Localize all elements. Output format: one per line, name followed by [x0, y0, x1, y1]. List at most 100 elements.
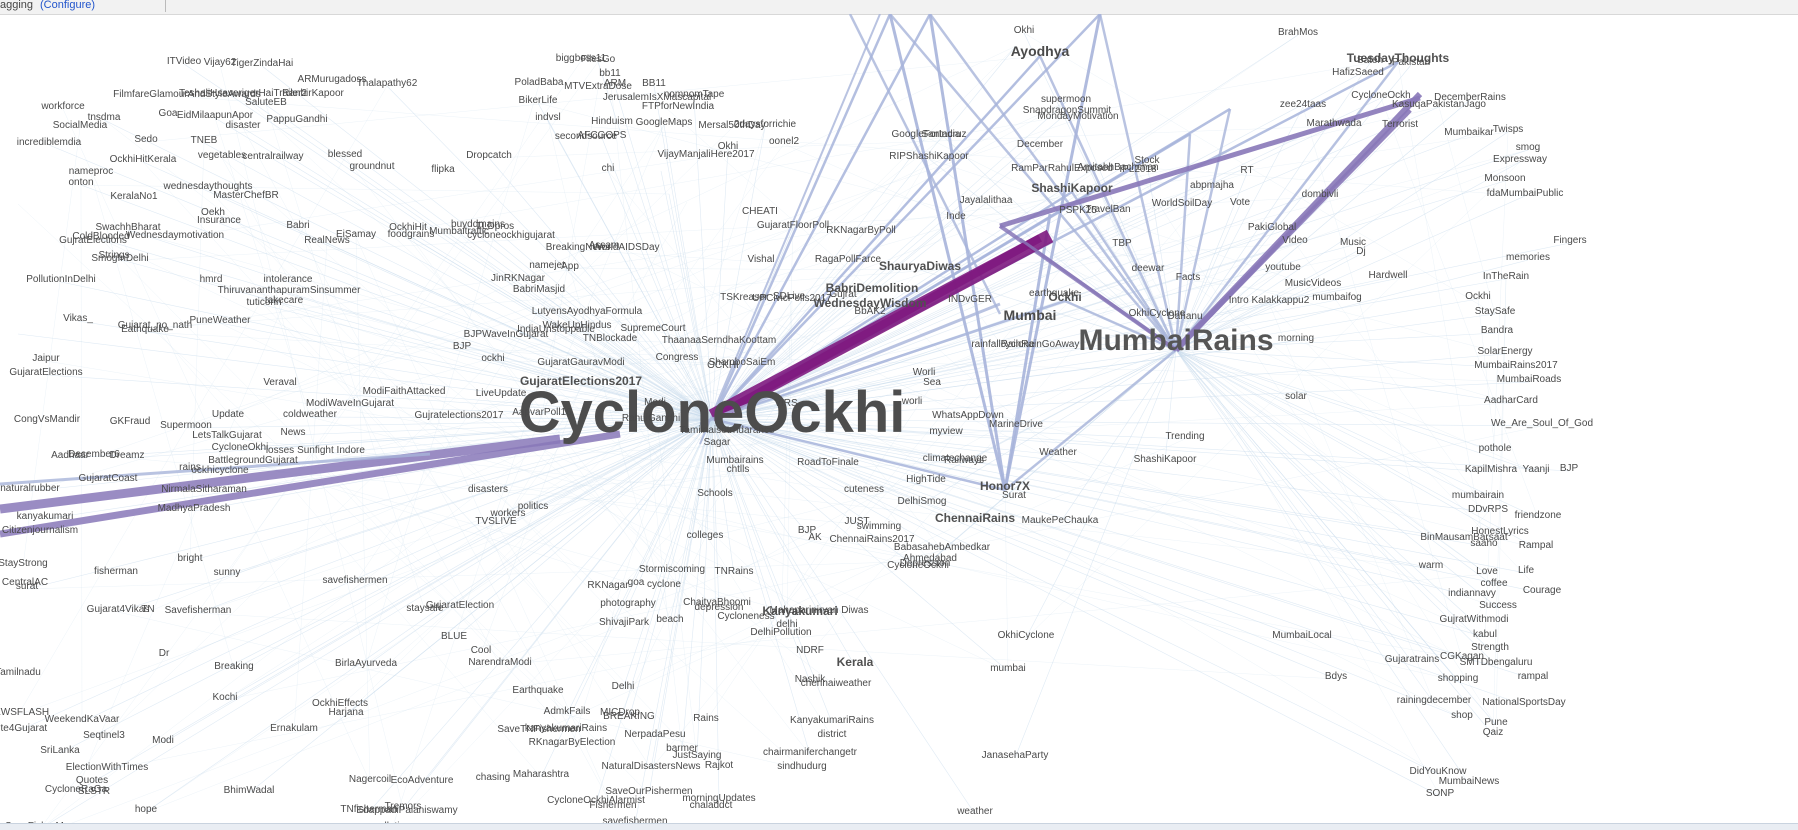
node-label[interactable]: BLUE	[441, 631, 467, 642]
node-label[interactable]: Sea	[923, 377, 941, 388]
node-label[interactable]: Modi	[152, 735, 174, 746]
node-label[interactable]: bb11	[599, 68, 621, 79]
node-label[interactable]: Life	[1518, 565, 1535, 576]
node-label[interactable]: Insurance	[197, 215, 241, 226]
node-label[interactable]: GujratWithmodi	[1440, 614, 1509, 625]
node-label[interactable]: Hinduism	[591, 116, 633, 127]
node-label[interactable]: IndiaUnstoppable	[517, 324, 595, 335]
node-label[interactable]: RainRainGoAway	[1001, 339, 1080, 350]
node-label[interactable]: MumbaiRains	[1078, 324, 1273, 357]
node-label[interactable]: KeralaNo1	[110, 191, 158, 202]
node-label[interactable]: zee24taas	[1280, 99, 1326, 110]
node-label[interactable]: Dropcatch	[466, 150, 512, 161]
node-label[interactable]: LutyensAyodhyaFormula	[532, 306, 643, 317]
node-label[interactable]: smog	[1516, 142, 1540, 153]
node-label[interactable]: CycloneOckhi	[887, 560, 949, 571]
node-label[interactable]: TBP	[1112, 238, 1132, 249]
node-label[interactable]: Pakistan	[1392, 57, 1430, 68]
node-label[interactable]: Wednesdaymotivation	[126, 230, 224, 241]
node-label[interactable]: GujaratFloorPoll	[757, 220, 829, 231]
node-label[interactable]: MasterChefBR	[213, 190, 279, 201]
node-label[interactable]: ShivajiPark	[599, 617, 650, 628]
node-label[interactable]: BabasahebAmbedkar	[894, 542, 991, 553]
node-label[interactable]: ModiFaithAttacked	[363, 386, 446, 397]
node-label[interactable]: ockhicyclone	[191, 465, 249, 476]
node-label[interactable]: HonestLyrics	[1471, 526, 1528, 537]
node-label[interactable]: takecare	[265, 295, 304, 306]
node-label[interactable]: BinMausamBarsaat	[1420, 532, 1507, 543]
node-label[interactable]: Mumbaitraffic	[429, 226, 489, 237]
node-label[interactable]: workers	[489, 508, 525, 519]
node-label[interactable]: Seqtinel3	[83, 730, 125, 741]
node-label[interactable]: Twisps	[1493, 124, 1524, 135]
node-label[interactable]: RealNews	[304, 235, 350, 246]
node-label[interactable]: youtube	[1265, 262, 1301, 273]
node-label[interactable]: GoogleMaps	[636, 117, 693, 128]
node-label[interactable]: chi	[602, 163, 615, 174]
node-label[interactable]: bright	[177, 553, 202, 564]
node-label[interactable]: friendzone	[1515, 510, 1562, 521]
node-label[interactable]: tuticorin	[246, 297, 281, 308]
node-label[interactable]: FTPforNewIndia	[642, 101, 715, 112]
node-label[interactable]: Railways	[944, 455, 984, 466]
node-label[interactable]: Vikas_	[63, 313, 93, 324]
node-label[interactable]: Success	[1479, 600, 1517, 611]
node-label[interactable]: KasuqaPakistanJago	[1392, 99, 1486, 110]
node-label[interactable]: hmrd	[200, 274, 223, 285]
node-label[interactable]: AFCGOPS	[578, 130, 627, 141]
node-label[interactable]: ElectionWithTimes	[66, 762, 148, 773]
node-label[interactable]: NarendraModi	[468, 657, 531, 668]
node-label[interactable]: chtlls	[727, 464, 750, 475]
node-label[interactable]: BhimWadal	[224, 785, 275, 796]
node-label[interactable]: nomnomTape	[664, 89, 725, 100]
node-label[interactable]: Harjana	[328, 707, 363, 718]
node-label[interactable]: myview	[929, 426, 963, 437]
node-label[interactable]: Aadhaar	[51, 450, 89, 461]
node-label[interactable]: December6	[68, 449, 120, 460]
node-label[interactable]: News	[280, 427, 305, 438]
node-label[interactable]: TravelBan	[1085, 204, 1130, 215]
node-label[interactable]: Eathquake	[121, 324, 169, 335]
node-label[interactable]: Kochi	[212, 692, 237, 703]
node-label[interactable]: ARM	[604, 78, 626, 89]
node-label[interactable]: OkhiCyclone	[1129, 308, 1186, 319]
node-label[interactable]: Strength	[1471, 642, 1509, 653]
node-label[interactable]: VIRS	[774, 398, 798, 409]
node-label[interactable]: MumbaiLocal	[1272, 630, 1331, 641]
node-label[interactable]: RahulGandhi	[622, 413, 680, 424]
node-label[interactable]: GujaratGauravModi	[537, 357, 624, 368]
node-label[interactable]: PakiGlobal	[1248, 222, 1296, 233]
node-label[interactable]: cuteness	[844, 484, 884, 495]
node-label[interactable]: TNRains	[715, 566, 754, 577]
node-label[interactable]: foodgrains	[388, 229, 435, 240]
node-label[interactable]: BJP	[798, 525, 817, 536]
node-label[interactable]: Strings	[98, 250, 129, 261]
node-label[interactable]: GujaratCoast	[79, 473, 138, 484]
node-label[interactable]: beach	[656, 614, 683, 625]
node-label[interactable]: Nagercoil	[349, 774, 391, 785]
node-label[interactable]: Stock	[1134, 155, 1160, 166]
node-label[interactable]: Babri	[286, 220, 309, 231]
node-label[interactable]: LetsTalkGujarat	[192, 430, 262, 441]
node-label[interactable]: Mumbairains	[706, 455, 763, 466]
node-label[interactable]: PSPK25	[1059, 205, 1097, 216]
node-label[interactable]: CGKagan	[1440, 651, 1484, 662]
node-label[interactable]: GujaratElection	[426, 600, 494, 611]
node-label[interactable]: OckhiHitKerala	[110, 154, 177, 165]
node-label[interactable]: Delhi	[612, 681, 635, 692]
node-label[interactable]: WeekendKaVaar	[45, 714, 120, 725]
node-label[interactable]: blessed	[328, 149, 362, 160]
node-label[interactable]: StayStrong	[0, 558, 48, 569]
node-label[interactable]: Yaanji	[1522, 464, 1549, 475]
node-label[interactable]: KapilMishra	[1465, 464, 1518, 475]
node-label[interactable]: WorldSoilDay	[1152, 198, 1212, 209]
node-label[interactable]: BREAKING	[603, 711, 655, 722]
node-label[interactable]: weather	[956, 806, 993, 817]
node-label[interactable]: ThaanaaSerndhaKoottam	[662, 335, 777, 346]
node-label[interactable]: JUST	[845, 516, 870, 527]
node-label[interactable]: WhatsAppDown	[932, 410, 1004, 421]
node-label[interactable]: Sunfight Indore	[297, 445, 365, 456]
node-label[interactable]: BirlaAyurveda	[335, 658, 398, 669]
node-label[interactable]: RIPShashiKapoor	[889, 151, 969, 162]
node-label[interactable]: BJP	[453, 341, 472, 352]
